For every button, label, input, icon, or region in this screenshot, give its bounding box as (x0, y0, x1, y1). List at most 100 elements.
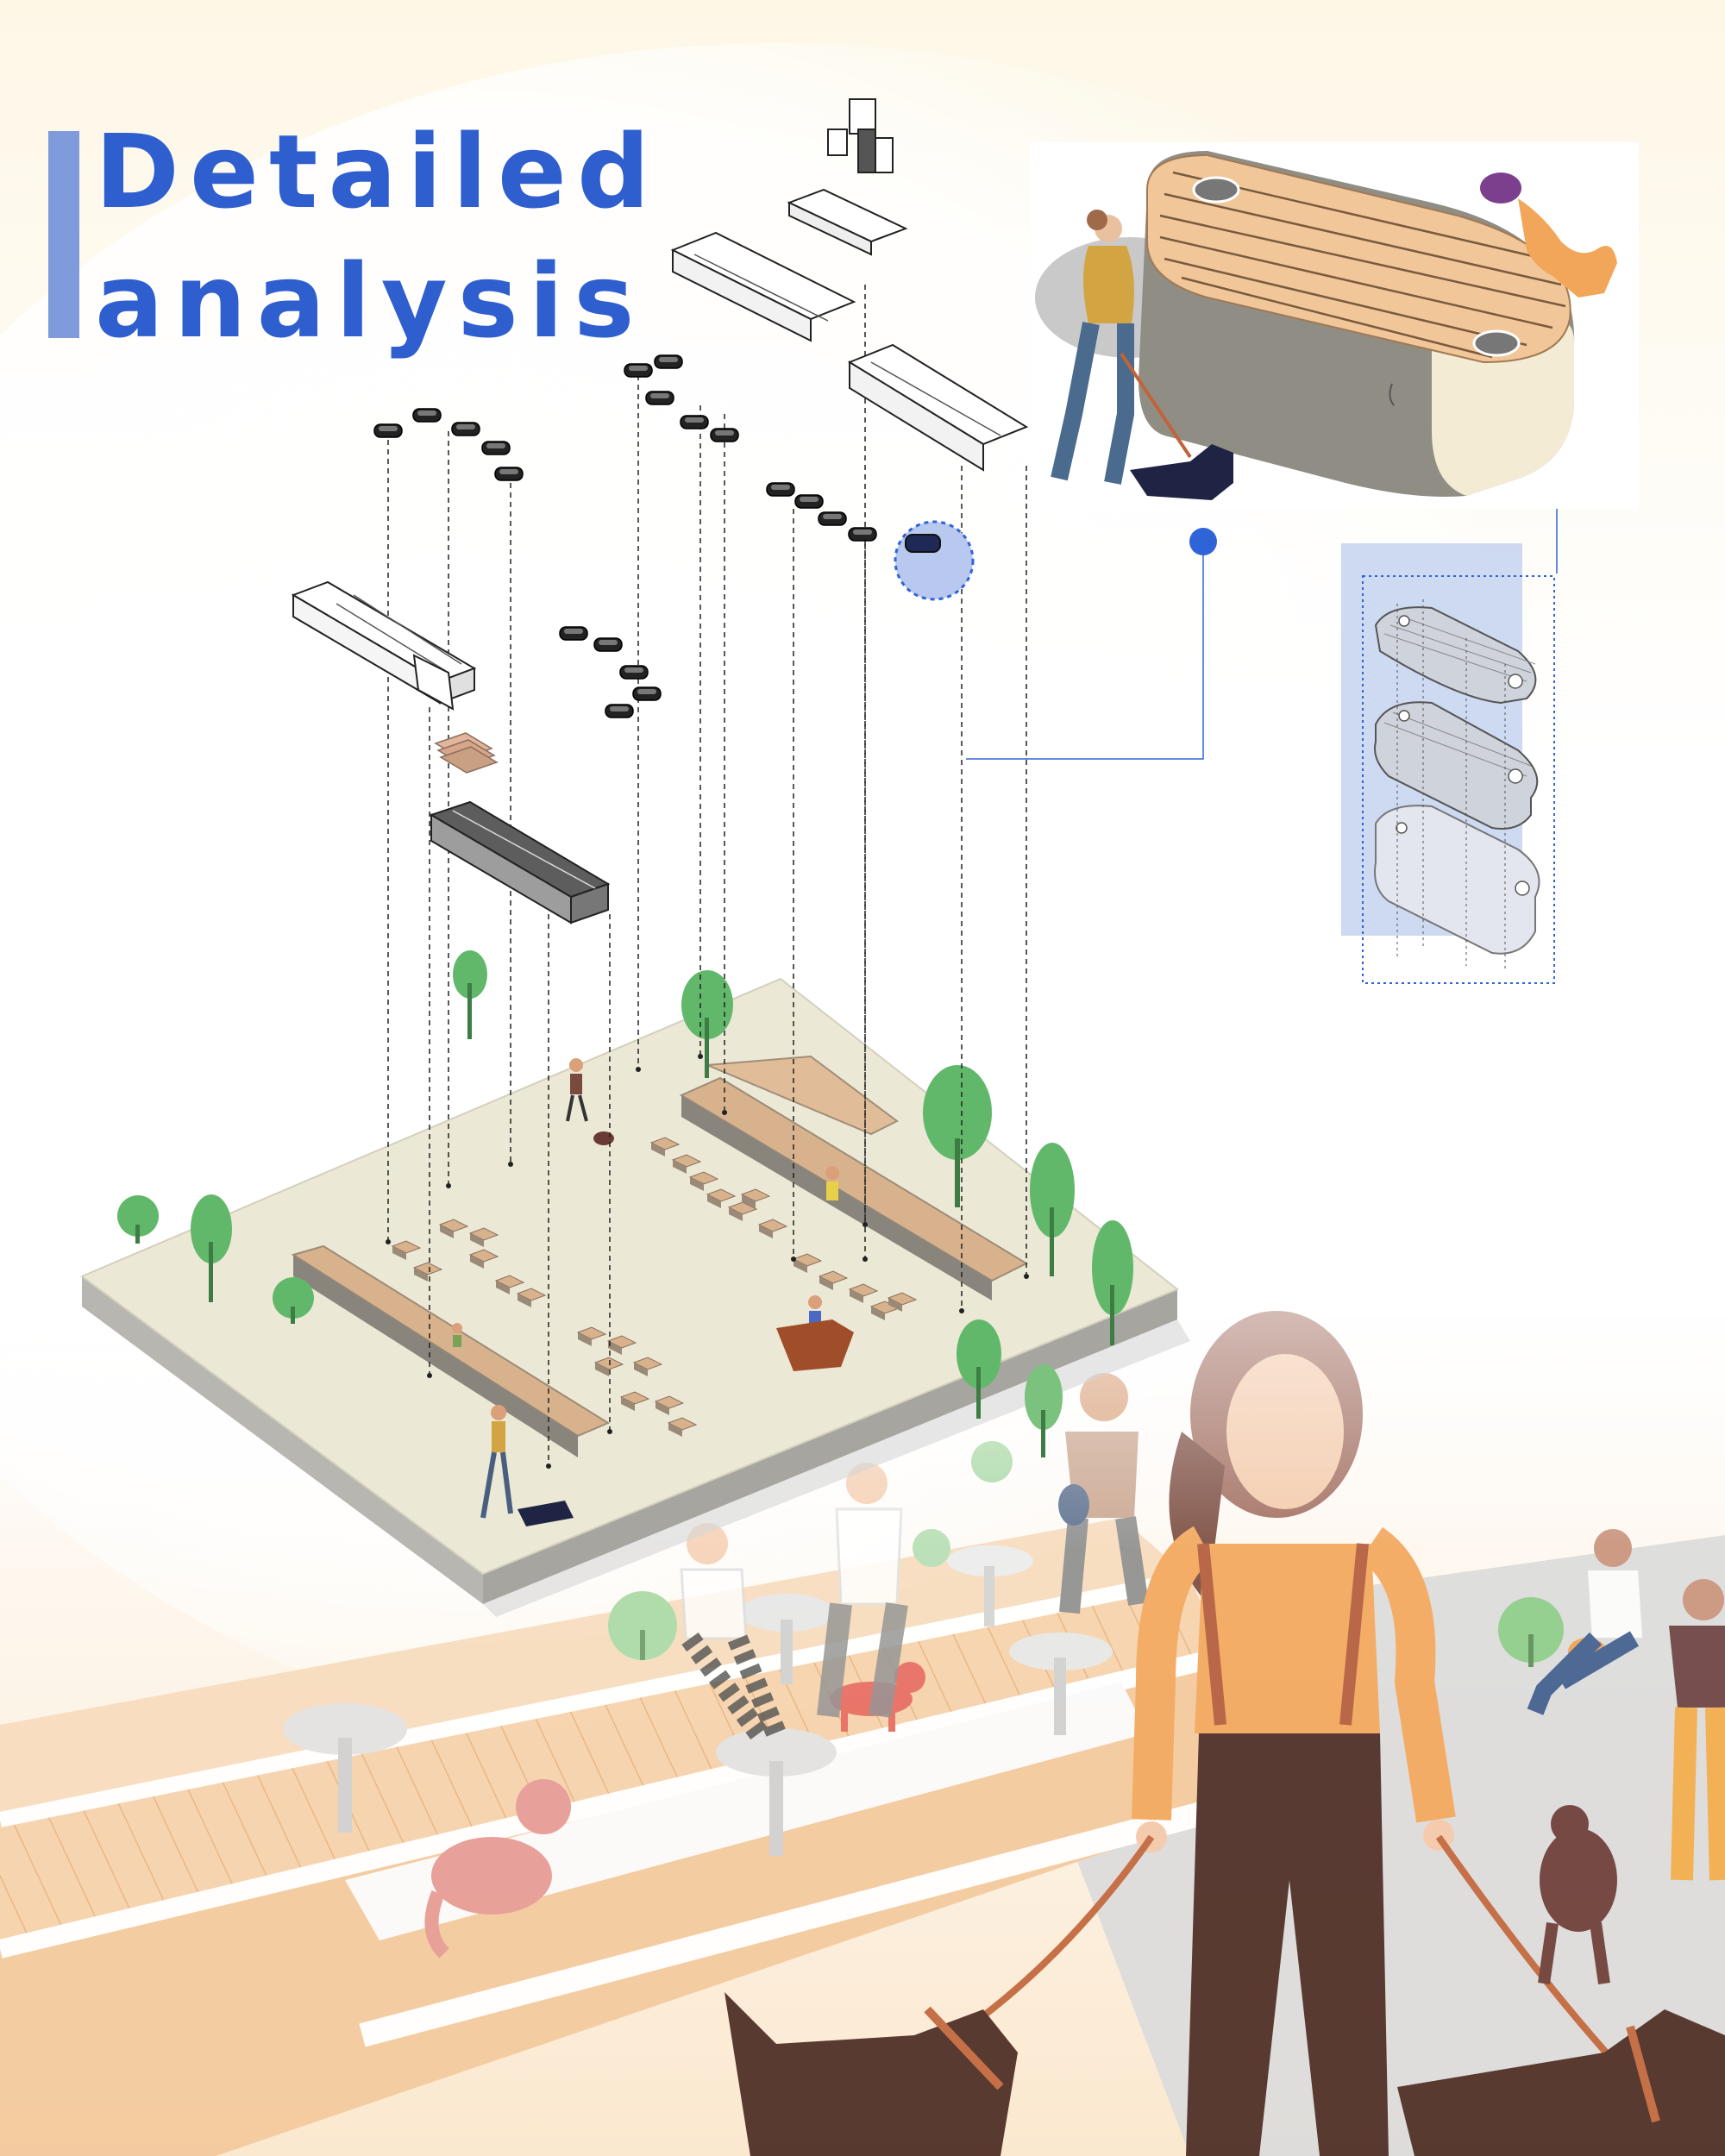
person-figure (1669, 1579, 1725, 1881)
seat-pod-top (637, 689, 656, 694)
seat-pod-top (456, 424, 475, 429)
tree-icon (191, 1194, 232, 1302)
bench-module-white (787, 188, 908, 256)
seat-pod-top (771, 485, 790, 490)
platform-seat-side (690, 1177, 704, 1191)
bench-module-white (847, 343, 1029, 472)
platform-seat-side (470, 1233, 484, 1247)
platform-seat-side (673, 1160, 687, 1174)
projection-anchor (1024, 1274, 1029, 1279)
platform-seat-side (392, 1246, 406, 1260)
person-figure (566, 1058, 588, 1122)
tree-icon (1092, 1220, 1133, 1345)
tree-icon (681, 970, 733, 1078)
projection-anchor (862, 1222, 868, 1227)
projection-anchor (698, 1054, 703, 1059)
tree-icon (453, 950, 487, 1039)
seat-pod-top (564, 629, 583, 634)
platform-seat-side (496, 1281, 510, 1294)
seat-pod-top (650, 393, 669, 398)
seat-pod-top (624, 667, 643, 673)
bench-module-white (670, 231, 856, 342)
tree-icon (1030, 1143, 1075, 1276)
platform-seat-side (794, 1259, 807, 1273)
platform-seat-side (608, 1341, 622, 1355)
seat-pod-top (853, 530, 872, 535)
platform-seat-side (414, 1268, 428, 1282)
platform-seat-side (634, 1363, 648, 1376)
projection-anchor (446, 1183, 451, 1188)
platform-seat-side (656, 1401, 669, 1415)
layer-base (1374, 805, 1540, 955)
platform-seat-side (668, 1423, 682, 1437)
projection-anchor (862, 1257, 868, 1262)
seat-pod-top (800, 497, 819, 502)
wood-plank-stack (434, 732, 499, 774)
projection-anchor (636, 1067, 641, 1072)
seat-pod-top (499, 469, 518, 474)
frisbee-dog-figure (1480, 172, 1617, 298)
tree-icon (273, 1277, 314, 1324)
tree-icon (1498, 1597, 1564, 1667)
highlighted-pod (905, 534, 941, 553)
exploded-components (291, 98, 1029, 924)
bench-module-white (291, 580, 477, 711)
highlight-ring (894, 520, 975, 601)
person-figure (452, 1323, 462, 1347)
stool-icon (947, 1545, 1033, 1626)
seat-pod-top (715, 430, 734, 436)
platform-seat-side (707, 1194, 721, 1208)
dog-icon (1397, 2009, 1725, 2156)
layer-middle (1374, 701, 1539, 830)
seat-pod-top (486, 443, 505, 448)
layers-dotted-frame (1362, 575, 1555, 984)
page-title-line-2: analysis (95, 241, 645, 360)
projection-anchor (427, 1373, 432, 1378)
platform-seat-side (518, 1294, 531, 1307)
connector-line (966, 552, 1204, 760)
projection-anchor (959, 1308, 964, 1313)
projection-lines (386, 285, 1029, 1469)
site-platform (80, 977, 1190, 1617)
page-title-line-1: Detailed (95, 112, 661, 231)
stool-icon (1009, 1633, 1113, 1735)
bench-module-dark (429, 800, 611, 924)
dog-icon (518, 1501, 574, 1526)
platform-seat-side (759, 1225, 773, 1238)
dog-icon (1538, 1805, 1617, 1984)
deck-edge-3 (359, 1782, 1280, 2047)
title-block: Detailed analysis (48, 112, 669, 352)
stool-icon (283, 1703, 407, 1833)
person-figure (825, 1166, 839, 1200)
projection-anchor (508, 1162, 513, 1167)
seat-pod-top (610, 706, 629, 711)
dog-icon (593, 1131, 614, 1145)
platform-seat-side (850, 1289, 863, 1303)
dog-icon (724, 1992, 1018, 2156)
oval-bench-module (1138, 151, 1575, 497)
projection-anchor (386, 1239, 391, 1244)
platform-seat-side (470, 1255, 484, 1269)
deck-edge-2 (0, 1646, 1227, 1959)
platform-side-left (82, 1276, 483, 1604)
tree-icon (117, 1195, 159, 1244)
tree-icon (957, 1319, 1001, 1419)
platform-bench-mid (706, 1055, 899, 1136)
seat-pod-top (823, 514, 842, 519)
platform-shadow (483, 1319, 1190, 1617)
seat-pod-top (629, 366, 648, 371)
tree-icon (1025, 1364, 1063, 1457)
platform-side-right (483, 1289, 1177, 1604)
platform-seat-side (595, 1363, 609, 1376)
seat-pod-top (379, 426, 398, 431)
tree-icon (608, 1591, 677, 1660)
tree-icon (923, 1065, 992, 1207)
street-scene (0, 1311, 1725, 2156)
platform-trees (117, 950, 1133, 1457)
platform-seat-side (729, 1207, 743, 1221)
stool-icon (739, 1594, 834, 1684)
connector-dot (1189, 528, 1217, 555)
bench-rendering (1031, 142, 1639, 509)
sculpture-piece (827, 98, 894, 173)
